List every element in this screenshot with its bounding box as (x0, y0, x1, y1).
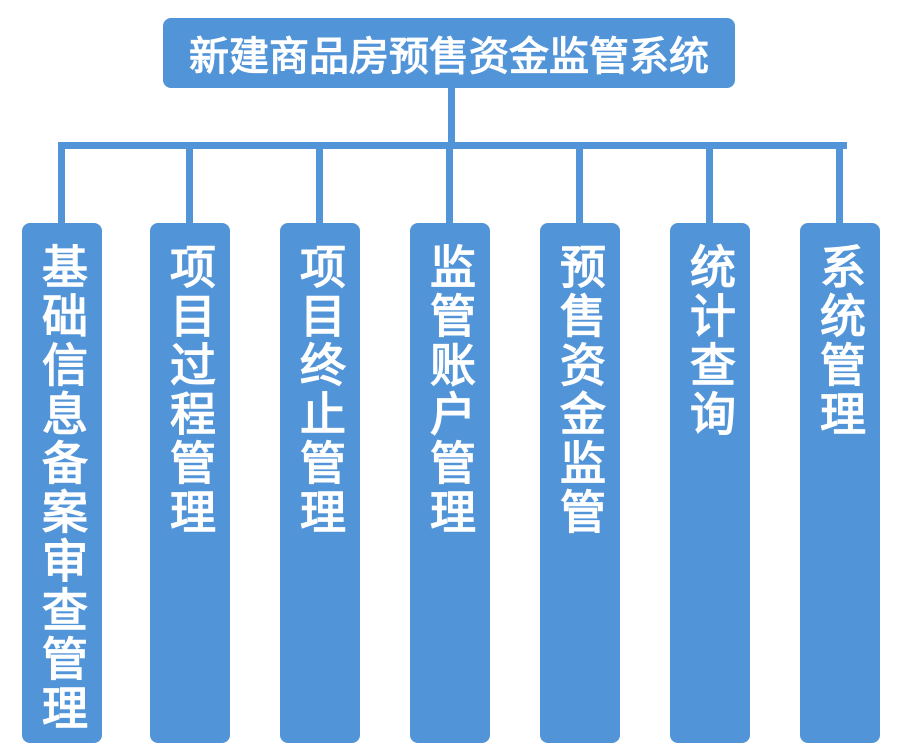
root-node: 新建商品房预售资金监管系统 (163, 18, 735, 88)
branch-node-label: 系统管理 (814, 243, 866, 439)
connector-stub-4 (446, 142, 453, 226)
branch-node-label: 项目过程管理 (164, 243, 216, 537)
connector-root-stem (448, 86, 455, 146)
connector-stub-7 (836, 142, 843, 226)
branch-node-label: 统计查询 (684, 243, 736, 439)
branch-node-label: 监管账户管理 (424, 243, 476, 537)
branch-node-statistics-query: 统计查询 (670, 223, 750, 743)
root-node-label: 新建商品房预售资金监管系统 (189, 35, 709, 79)
branch-node-basic-info-filing-review: 基础信息备案审查管理 (22, 223, 102, 743)
branch-node-system-mgmt: 系统管理 (800, 223, 880, 743)
connector-stub-6 (706, 142, 713, 226)
branch-node-label: 预售资金监管 (554, 243, 606, 537)
connector-stub-1 (58, 142, 65, 226)
branch-node-project-termination-mgmt: 项目终止管理 (280, 223, 360, 743)
connector-stub-5 (576, 142, 583, 226)
connector-stub-3 (316, 142, 323, 226)
branch-node-supervision-account-mgmt: 监管账户管理 (410, 223, 490, 743)
branch-node-project-process-mgmt: 项目过程管理 (150, 223, 230, 743)
connector-stub-2 (186, 142, 193, 226)
branch-node-label: 基础信息备案审查管理 (36, 243, 88, 733)
branch-node-presale-fund-supervision: 预售资金监管 (540, 223, 620, 743)
branch-node-label: 项目终止管理 (294, 243, 346, 537)
